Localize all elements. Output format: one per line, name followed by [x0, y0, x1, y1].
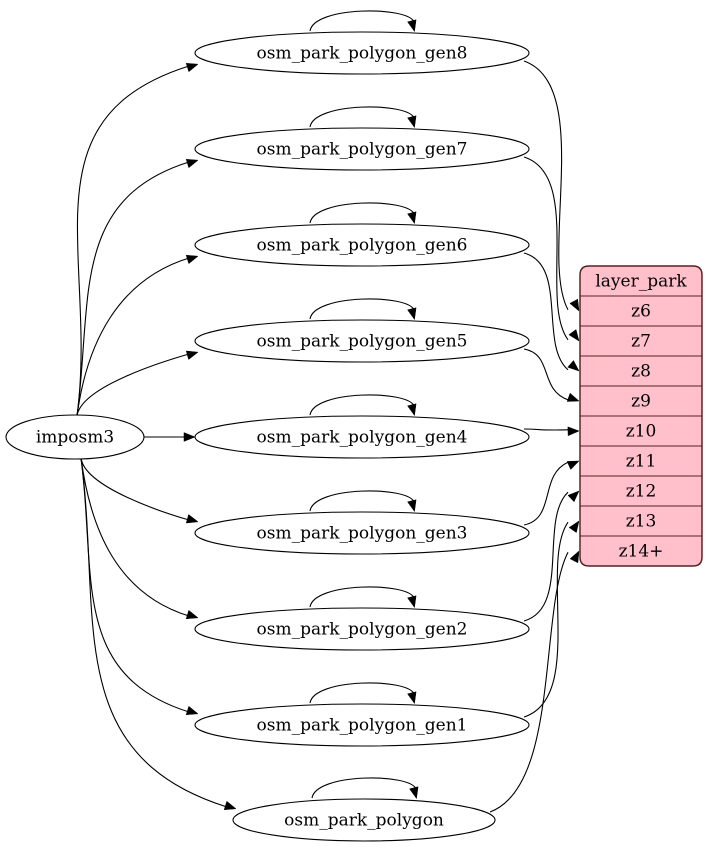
node-shape[interactable]	[194, 607, 530, 651]
node-shape[interactable]	[194, 415, 530, 459]
self-loop-arrowhead-osm_park_polygon_gen3	[407, 499, 417, 513]
edge-osm_park_polygon-to-z14+	[489, 551, 569, 813]
edge-arrowhead-osm_park_polygon_gen3-z11	[566, 460, 580, 470]
nodes-layer: osm_park_polygon_gen8 osm_park_polygon_ge…	[194, 31, 530, 842]
table-row-label-z8: z8	[631, 362, 651, 382]
self-loop-edge-osm_park_polygon	[311, 777, 417, 799]
table-row-label-z9: z9	[631, 392, 651, 412]
node-label: osm_park_polygon	[284, 811, 444, 831]
edges-self-loops	[309, 10, 419, 800]
self-loop-arrowhead-osm_park_polygon_gen5	[407, 307, 417, 321]
edge-arrowhead-osm_park_polygon_gen3	[185, 514, 199, 524]
edge-arrowhead-osm_park_polygon_gen6	[185, 254, 199, 265]
edge-osm_park_polygon_gen7-to-z7	[523, 156, 569, 341]
node-shape[interactable]	[194, 223, 530, 267]
edge-imposm3-to-osm_park_polygon_gen6	[76, 257, 190, 417]
node-label: osm_park_polygon_gen7	[257, 140, 468, 160]
edges-to-table	[489, 60, 580, 813]
edge-imposm3-to-osm_park_polygon_gen7	[76, 161, 190, 417]
graph-node-osm_park_polygon_gen1[interactable]: osm_park_polygon_gen1	[194, 703, 530, 747]
self-loop-arrowhead-osm_park_polygon_gen8	[407, 19, 417, 33]
table-outer-border	[579, 265, 703, 567]
table-header-label: layer_park	[595, 272, 687, 292]
source-node-label: imposm3	[36, 428, 114, 448]
table-row-label-z12: z12	[626, 482, 657, 502]
edge-osm_park_polygon_gen3-to-z11	[523, 461, 569, 526]
edge-imposm3-to-osm_park_polygon_gen3	[80, 457, 190, 521]
edge-arrowhead-osm_park_polygon_gen4	[183, 432, 196, 442]
node-label: osm_park_polygon_gen6	[257, 236, 468, 256]
self-loop-edge-osm_park_polygon_gen2	[309, 586, 415, 608]
self-loop-edge-osm_park_polygon_gen7	[309, 106, 415, 128]
edges-from-source	[76, 63, 237, 810]
self-loop-arrowhead-osm_park_polygon_gen1	[407, 691, 417, 705]
table-row-label-z10: z10	[626, 422, 657, 442]
edge-arrowhead-osm_park_polygon	[223, 800, 237, 810]
graph-node-osm_park_polygon_gen3[interactable]: osm_park_polygon_gen3	[194, 511, 530, 555]
node-shape[interactable]	[194, 703, 530, 747]
self-loop-arrowhead-osm_park_polygon	[409, 786, 419, 800]
edge-imposm3-to-osm_park_polygon_gen2	[80, 457, 190, 617]
node-label: osm_park_polygon_gen5	[257, 332, 468, 352]
self-loop-edge-osm_park_polygon_gen5	[309, 298, 415, 320]
graph-node-osm_park_polygon[interactable]: osm_park_polygon	[232, 798, 496, 842]
self-loop-arrowhead-osm_park_polygon_gen2	[407, 595, 417, 609]
source-node-shape[interactable]	[5, 414, 145, 460]
table-row-label-z14+: z14+	[619, 542, 664, 562]
edge-arrowhead-osm_park_polygon_gen5	[185, 350, 199, 360]
edge-arrowhead-osm_park_polygon_gen5-z9	[566, 392, 580, 402]
table-row-label-z6: z6	[631, 302, 651, 322]
node-label: osm_park_polygon_gen8	[257, 44, 468, 64]
edge-osm_park_polygon_gen5-to-z9	[523, 348, 569, 401]
node-label: osm_park_polygon_gen2	[257, 620, 468, 640]
edge-arrowhead-osm_park_polygon_gen7	[185, 159, 199, 169]
edge-arrowhead-osm_park_polygon_gen1-z13	[568, 520, 580, 533]
graph-node-osm_park_polygon_gen6[interactable]: osm_park_polygon_gen6	[194, 223, 530, 267]
node-shape[interactable]	[194, 31, 530, 75]
self-loop-edge-osm_park_polygon_gen3	[309, 490, 415, 512]
table-row-label-z13: z13	[626, 512, 657, 532]
edge-osm_park_polygon_gen6-to-z8	[523, 252, 569, 371]
source-node-group[interactable]: imposm3	[5, 414, 145, 460]
self-loop-arrowhead-osm_park_polygon_gen7	[407, 115, 417, 129]
node-label: osm_park_polygon_gen3	[257, 524, 468, 544]
node-shape[interactable]	[194, 127, 530, 171]
edge-arrowhead-osm_park_polygon_gen2-z12	[567, 490, 580, 503]
table-row-label-z7: z7	[631, 332, 651, 352]
edge-osm_park_polygon_gen8-to-z6	[523, 60, 569, 311]
node-label: osm_park_polygon_gen1	[257, 716, 468, 736]
graph-node-osm_park_polygon_gen7[interactable]: osm_park_polygon_gen7	[194, 127, 530, 171]
node-shape[interactable]	[194, 319, 530, 363]
self-loop-edge-osm_park_polygon_gen4	[309, 394, 415, 416]
edge-arrowhead-osm_park_polygon_gen4-z10	[567, 426, 580, 437]
edge-osm_park_polygon_gen2-to-z12	[523, 491, 569, 622]
edge-arrowhead-osm_park_polygon-z14+	[569, 550, 580, 564]
table-row-label-z11: z11	[626, 452, 657, 472]
edge-imposm3-to-osm_park_polygon_gen8	[76, 65, 190, 417]
edge-arrowhead-osm_park_polygon_gen7-z7	[568, 329, 580, 342]
graph-node-osm_park_polygon_gen5[interactable]: osm_park_polygon_gen5	[194, 319, 530, 363]
self-loop-edge-osm_park_polygon_gen6	[309, 202, 415, 224]
graph-node-osm_park_polygon_gen8[interactable]: osm_park_polygon_gen8	[194, 31, 530, 75]
edge-arrowhead-osm_park_polygon_gen1	[185, 705, 199, 715]
edge-imposm3-to-osm_park_polygon	[80, 457, 228, 808]
node-label: osm_park_polygon_gen4	[257, 428, 468, 448]
self-loop-arrowhead-osm_park_polygon_gen6	[407, 211, 417, 225]
edge-arrowhead-osm_park_polygon_gen8	[185, 63, 199, 73]
node-shape[interactable]	[232, 798, 496, 842]
self-loop-arrowhead-osm_park_polygon_gen4	[407, 403, 417, 417]
layer-park-table[interactable]: layer_park z6 z7 z8 z9 z10 z11 z12 z13 z14+	[579, 265, 703, 567]
graph-node-osm_park_polygon_gen4[interactable]: osm_park_polygon_gen4	[194, 415, 530, 459]
edge-osm_park_polygon_gen4-to-z10	[523, 428, 569, 431]
graph-node-osm_park_polygon_gen2[interactable]: osm_park_polygon_gen2	[194, 607, 530, 651]
edge-arrowhead-osm_park_polygon_gen8-z6	[569, 298, 580, 312]
self-loop-edge-osm_park_polygon_gen8	[309, 10, 415, 32]
edge-osm_park_polygon_gen1-to-z13	[523, 521, 569, 718]
edge-arrowhead-osm_park_polygon_gen6-z8	[567, 360, 580, 372]
edge-imposm3-to-osm_park_polygon_gen5	[76, 353, 190, 417]
node-shape[interactable]	[194, 511, 530, 555]
self-loop-edge-osm_park_polygon_gen1	[309, 682, 415, 704]
edge-arrowhead-osm_park_polygon_gen2	[185, 609, 199, 620]
